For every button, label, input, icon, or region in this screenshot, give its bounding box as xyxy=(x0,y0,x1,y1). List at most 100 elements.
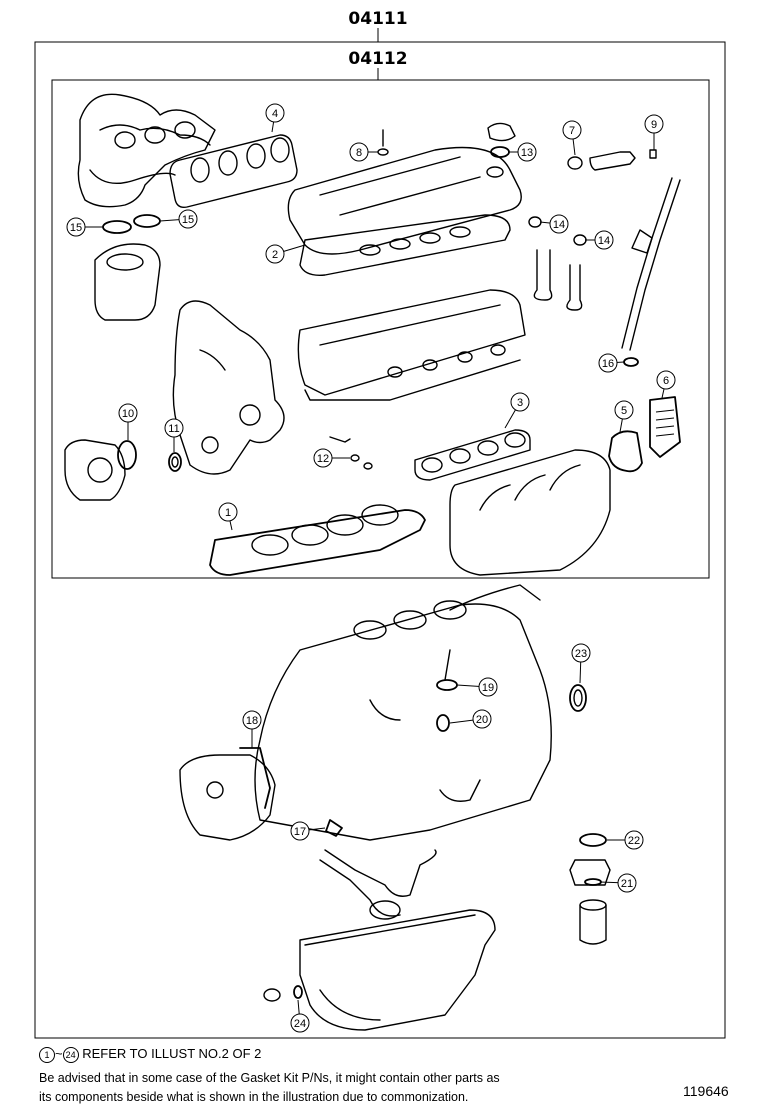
bottom-callout-24: 24 xyxy=(290,999,310,1033)
bottom-callout-23: 23 xyxy=(571,643,591,684)
top-callout-3: 3 xyxy=(504,392,530,429)
callout-number: 10 xyxy=(122,408,134,420)
rear-cover-drawing xyxy=(179,747,276,841)
callout-circle xyxy=(656,370,676,390)
callout-circle xyxy=(472,709,492,729)
top-callout-6: 6 xyxy=(656,370,676,399)
intake-manifold-drawing xyxy=(449,449,611,576)
top-callout-14: 14 xyxy=(539,214,569,234)
callout-number: 8 xyxy=(356,147,362,159)
callout-circle xyxy=(549,214,569,234)
cylinder-head-gasket-drawing xyxy=(209,504,426,576)
callout-circle xyxy=(562,120,582,140)
callout-circle xyxy=(118,403,138,423)
top-callout-4: 4 xyxy=(265,103,285,133)
callout-number: 15 xyxy=(182,214,194,226)
callout-number: 12 xyxy=(317,453,329,465)
callout-circle xyxy=(218,502,238,522)
callout-number: 13 xyxy=(521,147,533,159)
top-callout-11: 11 xyxy=(164,418,184,452)
callout-number: 14 xyxy=(598,235,610,247)
oil-filter-drawing xyxy=(569,833,611,945)
bottom-callout-18: 18 xyxy=(242,710,262,748)
callout-circle xyxy=(517,142,537,162)
callout-number: 5 xyxy=(621,405,627,417)
head-cover-drawing xyxy=(287,146,522,255)
callout-circle xyxy=(164,418,184,438)
top-callout-2: 2 xyxy=(265,244,306,264)
oil-strainer-gasket-drawing xyxy=(436,679,458,691)
callout-circle xyxy=(242,710,262,730)
injector-drawing xyxy=(567,149,657,171)
callout-circle xyxy=(614,400,634,420)
exhaust-manifold-drawing xyxy=(77,93,216,208)
top-callout-10: 10 xyxy=(118,403,138,440)
illustration-number: 119646 xyxy=(683,1083,729,1099)
callout-number: 16 xyxy=(602,358,614,370)
cylinder-head-drawing xyxy=(297,289,526,401)
top-callout-1: 1 xyxy=(218,502,238,531)
top-callout-5: 5 xyxy=(614,400,634,433)
refer-separator: ~ xyxy=(55,1046,63,1061)
callout-number: 18 xyxy=(246,715,258,727)
throttle-gasket-drawing xyxy=(608,430,643,473)
callout-number: 14 xyxy=(553,219,565,231)
callout-number: 1 xyxy=(225,507,231,519)
callout-circle xyxy=(510,392,530,412)
callout-number: 11 xyxy=(168,423,179,435)
top-callout-16: 16 xyxy=(598,353,625,373)
exhaust-pipe-drawing xyxy=(94,214,161,321)
intake-manifold-gasket-drawing xyxy=(414,429,531,481)
oil-pan-drawing xyxy=(299,909,496,1031)
callout-circle xyxy=(478,677,498,697)
callout-circle xyxy=(66,217,86,237)
refer-start-badge: 1 xyxy=(39,1046,55,1063)
bottom-callout-21: 21 xyxy=(599,873,637,893)
inner-kit-frame xyxy=(51,79,710,579)
callout-number: 7 xyxy=(569,125,575,137)
outer-kit-frame xyxy=(34,41,726,1039)
callout-number: 6 xyxy=(663,375,669,387)
callout-number: 17 xyxy=(294,826,306,838)
drain-plug-drawing xyxy=(263,985,303,1002)
callout-number: 24 xyxy=(294,1018,306,1030)
inner-kit-code: 04112 xyxy=(348,49,407,69)
callout-group: 1234567891011121314141515161718192021222… xyxy=(66,103,676,1033)
rear-oil-seal-drawing xyxy=(569,684,587,712)
callout-circle xyxy=(624,830,644,850)
refer-note: 1~24 REFER TO ILLUST NO.2 OF 2 xyxy=(39,1046,261,1063)
oil-seal-drawing xyxy=(168,452,182,472)
callout-circle xyxy=(313,448,333,468)
top-callout-14: 14 xyxy=(585,230,614,250)
callout-circle xyxy=(178,209,198,229)
callout-circle xyxy=(290,1013,310,1033)
top-callout-9: 9 xyxy=(644,114,664,150)
callout-circle xyxy=(617,873,637,893)
advisory-line-1: Be advised that in some case of the Gask… xyxy=(39,1071,500,1085)
oil-strainer-drawing xyxy=(319,849,437,920)
callout-circle xyxy=(598,353,618,373)
seal-ring-drawing xyxy=(436,714,450,732)
callout-number: 21 xyxy=(621,878,633,890)
callout-number: 20 xyxy=(476,714,488,726)
callout-circle xyxy=(349,142,369,162)
callout-number: 3 xyxy=(517,397,523,409)
callout-circle xyxy=(265,103,285,123)
outer-kit-code: 04111 xyxy=(348,9,407,29)
callout-number: 22 xyxy=(628,835,640,847)
bottom-callout-17: 17 xyxy=(290,821,326,841)
callout-number: 9 xyxy=(651,119,657,131)
callout-number: 4 xyxy=(272,108,278,120)
timing-cover-drawing xyxy=(172,300,285,475)
callout-circle xyxy=(265,244,285,264)
egr-plate-drawing xyxy=(649,396,681,458)
top-callout-13: 13 xyxy=(508,142,537,162)
top-callout-12: 12 xyxy=(313,448,350,468)
callout-circle xyxy=(594,230,614,250)
bottom-callout-20: 20 xyxy=(449,709,492,729)
bottom-callout-22: 22 xyxy=(607,830,644,850)
callout-number: 2 xyxy=(272,249,278,261)
top-callout-15: 15 xyxy=(66,217,103,237)
strainer-gasket-drawing xyxy=(325,819,343,837)
